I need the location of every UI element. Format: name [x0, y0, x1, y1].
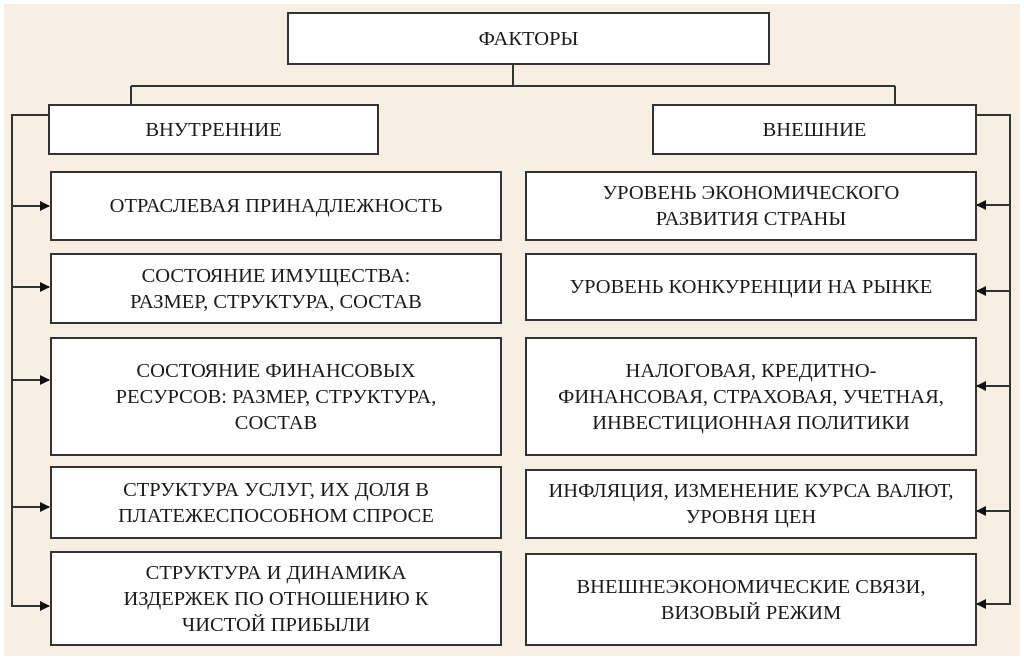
internal-factor: СОСТОЯНИЕ ИМУЩЕСТВА: РАЗМЕР, СТРУКТУРА, … — [50, 253, 502, 324]
external-factor: ВНЕШНЕЭКОНОМИЧЕСКИЕ СВЯЗИ, ВИЗОВЫЙ РЕЖИМ — [525, 553, 977, 646]
root-connector — [130, 64, 896, 104]
left-bus — [11, 114, 48, 607]
external-factor: ИНФЛЯЦИЯ, ИЗМЕНЕНИЕ КУРСА ВАЛЮТ, УРОВНЯ … — [525, 469, 977, 539]
internal-factor: ОТРАСЛЕВАЯ ПРИНАДЛЕЖНОСТЬ — [50, 171, 502, 241]
internal-factor: СТРУКТУРА И ДИНАМИКА ИЗДЕРЖЕК ПО ОТНОШЕН… — [50, 551, 502, 646]
external-factor: НАЛОГОВАЯ, КРЕДИТНО-ФИНАНСОВАЯ, СТРАХОВА… — [525, 337, 977, 456]
internal-factor: СТРУКТУРА УСЛУГ, ИХ ДОЛЯ В ПЛАТЕЖЕСПОСОБ… — [50, 466, 502, 539]
root-box-factors: ФАКТОРЫ — [287, 12, 770, 65]
right-bus — [976, 114, 1011, 605]
external-header: ВНЕШНИЕ — [652, 104, 977, 155]
internal-factor: СОСТОЯНИЕ ФИНАНСОВЫХ РЕСУРСОВ: РАЗМЕР, С… — [50, 337, 502, 456]
internal-header: ВНУТРЕННИЕ — [48, 104, 379, 155]
external-factor: УРОВЕНЬ КОНКУРЕНЦИИ НА РЫНКЕ — [525, 253, 977, 321]
external-factor: УРОВЕНЬ ЭКОНОМИЧЕСКОГО РАЗВИТИЯ СТРАНЫ — [525, 171, 977, 241]
